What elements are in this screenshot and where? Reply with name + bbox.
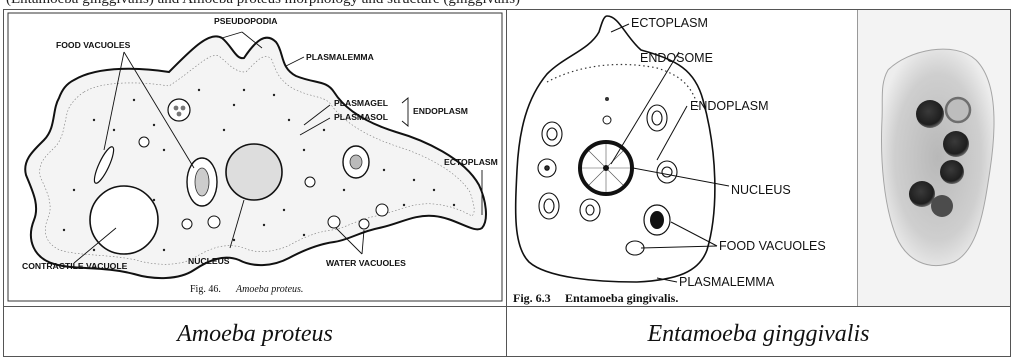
amoeba-proteus-diagram: PSEUDOPODIA FOOD VACUOLES PLASMALEMMA PL… [4, 10, 506, 306]
entamoeba-micrograph [858, 10, 1010, 306]
label-plasmagel: PLASMAGEL [334, 98, 388, 108]
label-nucleus-left: NUCLEUS [188, 256, 230, 266]
label-plasmalemma-left: PLASMALEMMA [306, 52, 374, 62]
label-nucleus-right: NUCLEUS [731, 183, 791, 197]
image-divider [857, 10, 858, 306]
label-ectoplasm-left: ECTOPLASM [444, 157, 498, 167]
label-endosome: ENDOSOME [640, 51, 713, 65]
label-ectoplasm-right: ECTOPLASM [631, 16, 708, 30]
fig-title-left: Amoeba proteus. [235, 284, 303, 295]
label-food-vacuoles-left: FOOD VACUOLES [56, 40, 131, 50]
label-food-vacuoles-right: FOOD VACUOLES [719, 239, 826, 253]
row-divider [4, 306, 1010, 307]
amoeba-proteus-diagram-cell: PSEUDOPODIA FOOD VACUOLES PLASMALEMMA PL… [4, 10, 506, 306]
header-text: (Entamoeba ginggivalis) and Amoeba prote… [6, 0, 520, 8]
caption-entamoeba-ginggivalis: Entamoeba ginggivalis [507, 321, 1010, 348]
micrograph-cell [858, 10, 1010, 306]
column-divider [506, 10, 507, 356]
label-plasmasol: PLASMASOL [334, 112, 388, 122]
label-endoplasm-left: ENDOPLASM [413, 106, 468, 116]
label-contractile-vacuole: CONTRACTILE VACUOLE [22, 261, 128, 271]
label-plasmalemma-right: PLASMALEMMA [679, 275, 775, 289]
caption-amoeba-proteus: Amoeba proteus [4, 321, 506, 348]
comparison-table: PSEUDOPODIA FOOD VACUOLES PLASMALEMMA PL… [3, 9, 1011, 357]
fig-number-left: Fig. 46. [190, 284, 221, 295]
label-water-vacuoles: WATER VACUOLES [326, 258, 406, 268]
fig-title-right: Entamoeba gingivalis. [565, 291, 678, 305]
entamoeba-gingivalis-diagram: ECTOPLASM ENDOSOME ENDOPLASM NUCLEUS FOO… [507, 10, 857, 306]
label-endoplasm-right: ENDOPLASM [690, 99, 769, 113]
entamoeba-diagram-cell: ECTOPLASM ENDOSOME ENDOPLASM NUCLEUS FOO… [507, 10, 857, 306]
label-pseudopodia: PSEUDOPODIA [214, 16, 278, 26]
fig-number-right: Fig. 6.3 [513, 291, 551, 305]
